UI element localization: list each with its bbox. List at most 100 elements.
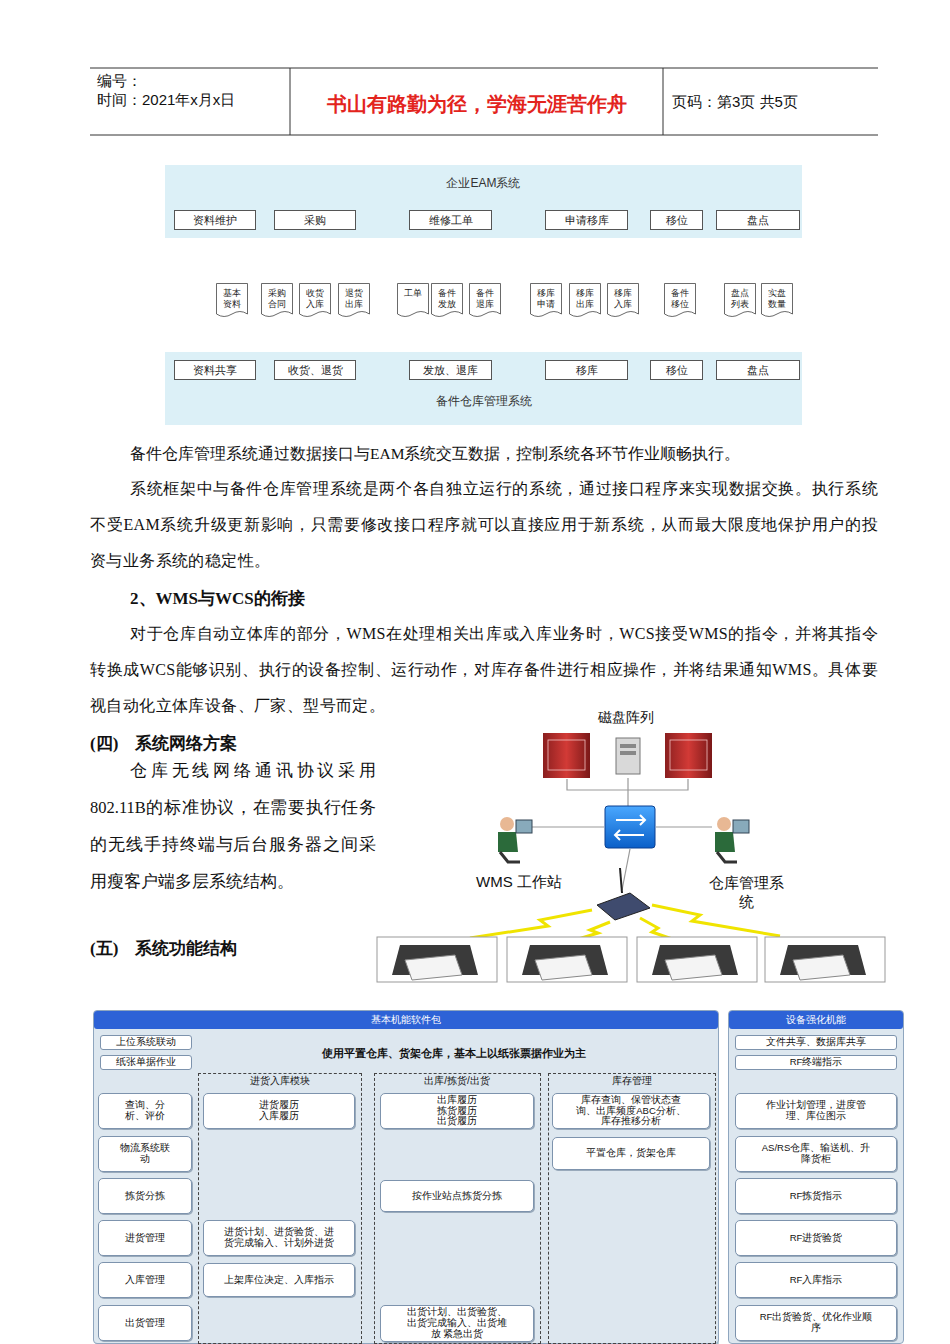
node-text: 库存查询、保管状态查询、出库频度ABC分析、库存推移分析 xyxy=(573,1095,689,1128)
node-text: 采购 xyxy=(304,214,326,227)
node-text: 出库履历 拣货履历 出货履历 xyxy=(433,1095,481,1128)
document-shape: 备件退库 xyxy=(469,283,501,320)
printer-frame xyxy=(377,937,497,982)
head xyxy=(500,817,514,831)
function-box: 查询、分析、评价 xyxy=(98,1093,192,1129)
function-box: 进货履历 入库履历 xyxy=(203,1093,355,1129)
node-text: 文件共享、数据库共享 xyxy=(766,1037,866,1048)
page-text: 2、WMS与WCS的衔接 xyxy=(130,587,305,610)
printer-frame xyxy=(637,937,757,982)
process-box: 发放、退库 xyxy=(409,360,492,380)
node-text: 进货入库模块 xyxy=(199,1075,360,1087)
node-text: 纸张单据作业 xyxy=(116,1057,176,1068)
node-text: 上架库位决定、入库指示 xyxy=(224,1275,334,1286)
access-point xyxy=(597,868,650,920)
node-text: 出货计划、出货验货、出货完成输入、出货堆放 紧急出货 xyxy=(404,1307,510,1340)
module-column: 进货入库模块进货履历 入库履历进货计划、进货验货、进货完成输入、计划外进货上架库… xyxy=(198,1073,362,1344)
node-text: 设备强化机能 xyxy=(729,1011,903,1029)
page-text: 编号： xyxy=(97,72,142,91)
function-box: 文件共享、数据库共享 xyxy=(735,1035,897,1050)
node-text: 资料维护 xyxy=(193,214,237,227)
document-outline-path xyxy=(531,284,562,317)
rule xyxy=(90,135,878,136)
module-column: 出库/拣货/出货出库履历 拣货履历 出货履历按作业站点拣货分拣出货计划、出货验货… xyxy=(374,1073,541,1344)
document-outline-path xyxy=(608,284,639,317)
node-text: 移库出库 xyxy=(576,288,594,310)
document-outline-path xyxy=(339,284,370,317)
printer-frame xyxy=(507,937,627,982)
node-text: 实盘数量 xyxy=(768,288,786,310)
server-rack xyxy=(665,733,712,778)
function-box: 上位系统联动 xyxy=(100,1035,192,1050)
ap-body xyxy=(597,893,650,920)
function-box: RF进货验货 xyxy=(735,1220,897,1256)
module-column: 库存管理库存查询、保管状态查询、出库频度ABC分析、库存推移分析平置仓库，货架仓… xyxy=(548,1073,716,1344)
page-text: WMS 工作站 xyxy=(476,873,562,892)
node-text: 申请移库 xyxy=(565,214,609,227)
monitor xyxy=(733,820,749,833)
process-box: 移位 xyxy=(650,360,703,380)
process-box: 收货、退货 xyxy=(274,360,356,380)
node-text: 工单 xyxy=(404,288,422,299)
printer-frame xyxy=(765,937,885,982)
document-outline-path xyxy=(262,284,293,317)
node-text: 盘点 xyxy=(747,364,769,377)
function-box: 出库履历 拣货履历 出货履历 xyxy=(380,1093,534,1129)
legs xyxy=(717,852,737,862)
page-text: 书山有路勤为径，学海无涯苦作舟 xyxy=(290,91,663,118)
wire xyxy=(622,849,630,890)
document-shape: 收货入库 xyxy=(299,283,331,320)
node-text: 入库管理 xyxy=(125,1275,165,1286)
function-box: 平置仓库，货架仓库 xyxy=(552,1137,710,1170)
node-text: 进货履历 入库履历 xyxy=(255,1100,303,1122)
rack-panel xyxy=(670,740,707,770)
document-shape: 备件移位 xyxy=(664,283,696,320)
function-box: AS/RS仓库、输送机、升降货柜 xyxy=(735,1136,897,1172)
device-panel: 设备强化机能文件共享、数据库共享RF终端指示作业计划管理，进度管理、库位图示AS… xyxy=(728,1010,904,1344)
page-text: 备件仓库管理系统通过数据接口与EAM系统交互数据，控制系统各环节作业顺畅执行。 xyxy=(130,444,890,464)
label-paper xyxy=(665,955,722,980)
document-shape: 移库出库 xyxy=(569,283,601,320)
node-text: 进货计划、进货验货、进货完成输入、计划外进货 xyxy=(222,1227,336,1249)
node-text: 维修工单 xyxy=(429,214,473,227)
node-text: RF进货验货 xyxy=(790,1233,843,1244)
node-text: 盘点列表 xyxy=(731,288,749,310)
function-box: 物流系统联动 xyxy=(98,1136,192,1172)
document-shape: 工单 xyxy=(397,283,429,320)
node-text: 上位系统联动 xyxy=(116,1037,176,1048)
process-box: 移位 xyxy=(650,210,703,230)
radio-links xyxy=(470,905,780,940)
drive-bay xyxy=(620,744,636,748)
process-box: 申请移库 xyxy=(545,210,628,230)
body xyxy=(498,832,518,852)
document-shape: 退货出库 xyxy=(338,283,370,320)
server-rack xyxy=(543,733,590,778)
process-box: 资料共享 xyxy=(174,360,256,380)
function-box: 出货计划、出货验货、出货完成输入、出货堆放 紧急出货 xyxy=(380,1305,534,1342)
function-box: RF终端指示 xyxy=(735,1055,897,1070)
process-box: 维修工单 xyxy=(409,210,492,230)
monitor xyxy=(516,820,532,833)
node-text: AS/RS仓库、输送机、升降货柜 xyxy=(759,1143,873,1165)
system-panel: 企业EAM系统备件仓库管理系统资料维护采购维修工单申请移库移位盘点基本资料采购合… xyxy=(165,165,802,425)
document-outline-path xyxy=(725,284,756,317)
node-text: 备件移位 xyxy=(671,288,689,310)
document-shape: 备件发放 xyxy=(431,283,463,320)
process-box: 盘点 xyxy=(716,360,800,380)
page-text: (五) 系统功能结构 xyxy=(90,937,237,960)
process-box: 采购 xyxy=(274,210,356,230)
head xyxy=(717,817,731,831)
document-outline-path xyxy=(432,284,463,317)
function-box: 进货管理 xyxy=(98,1220,192,1256)
node-text: 基本机能软件包 xyxy=(94,1011,718,1029)
node-text: 平置仓库，货架仓库 xyxy=(586,1148,676,1159)
document-outline-path xyxy=(762,284,793,317)
person-at-pc xyxy=(498,817,532,862)
wire xyxy=(656,826,712,827)
document-shape: 移库入库 xyxy=(607,283,639,320)
printers xyxy=(377,937,885,982)
node-text: 按作业站点拣货分拣 xyxy=(412,1191,502,1202)
page-text: 仓库管理系统 xyxy=(704,873,788,911)
document-outline-path xyxy=(300,284,331,317)
